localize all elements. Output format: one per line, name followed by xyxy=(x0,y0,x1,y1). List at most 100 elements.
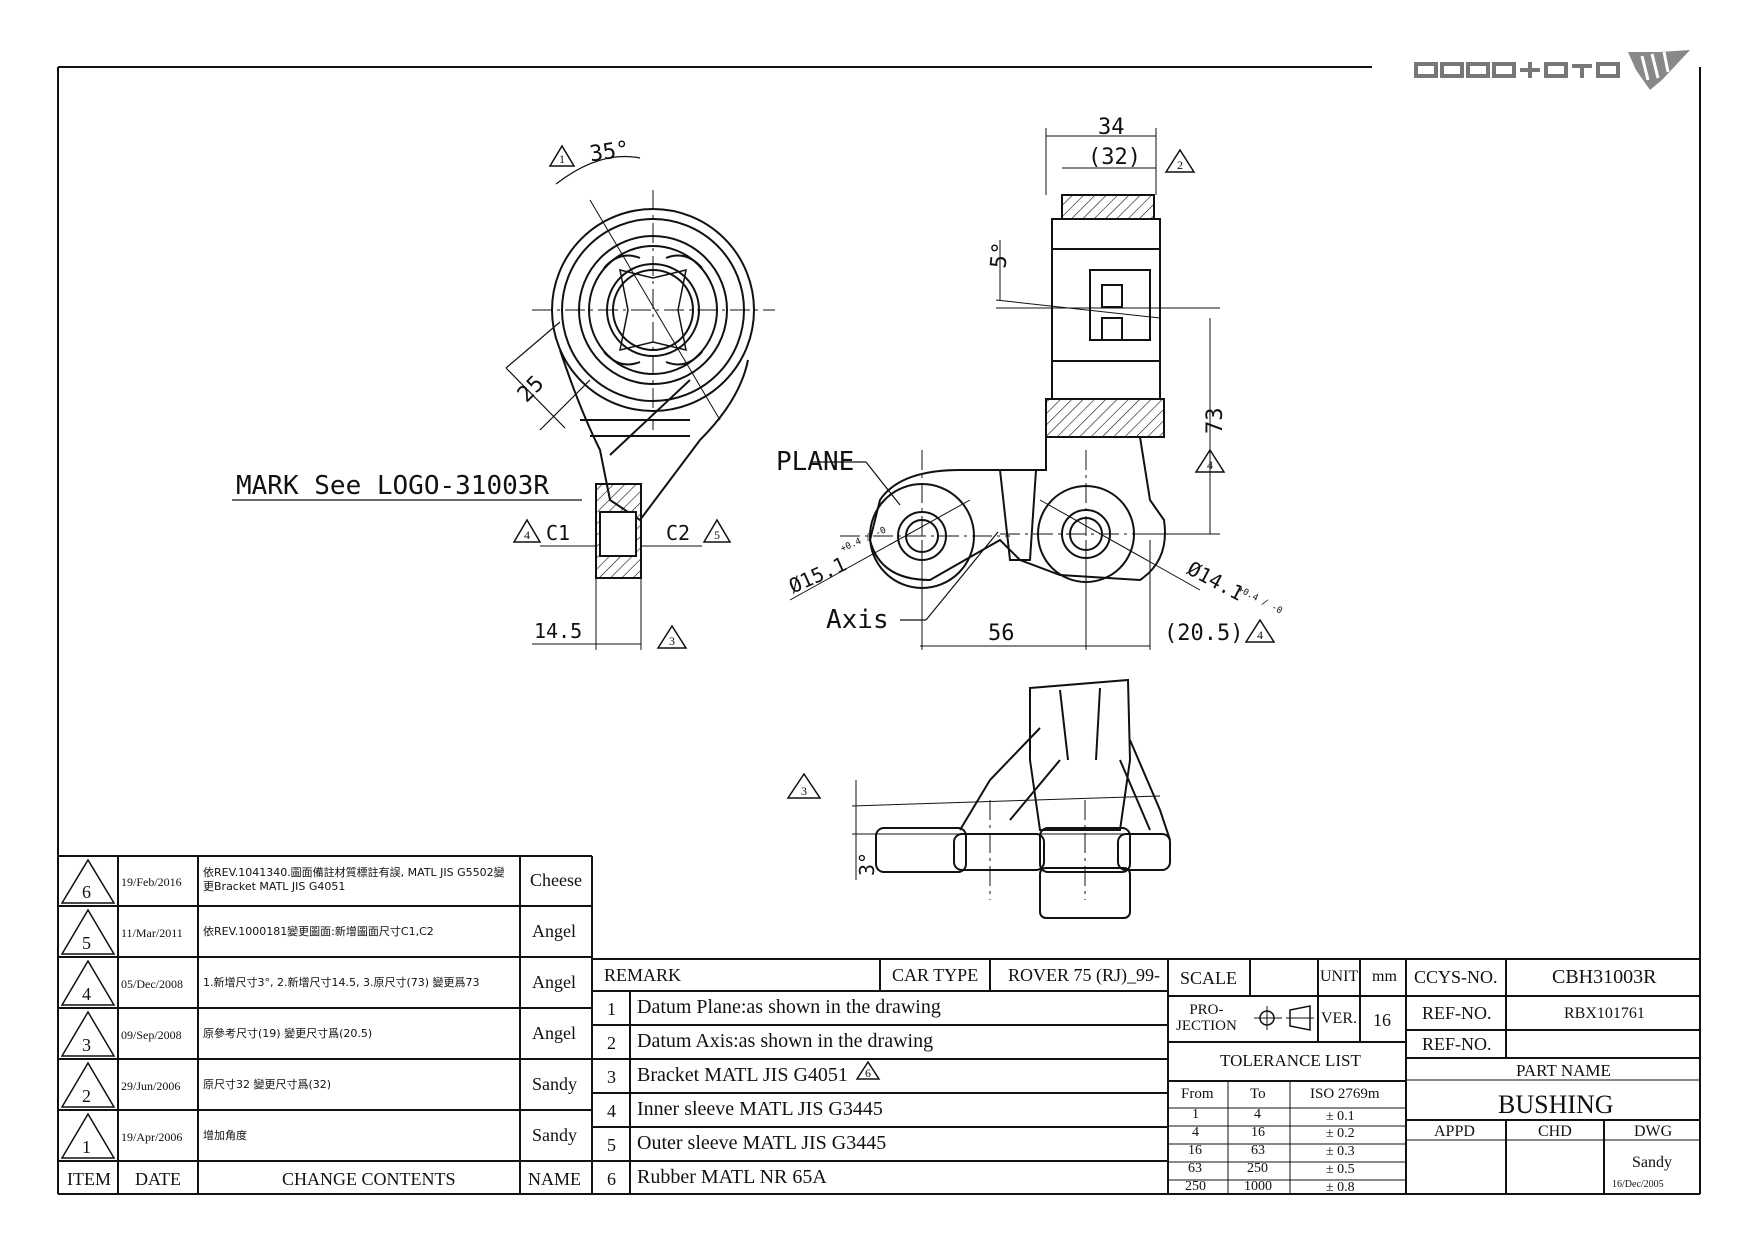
rev-marker-4: 4 xyxy=(1207,458,1213,472)
scale-label: SCALE xyxy=(1180,968,1238,988)
rev-header-name: NAME xyxy=(528,1169,581,1189)
rev-header-content: CHANGE CONTENTS xyxy=(282,1169,456,1189)
company-logo xyxy=(1414,50,1690,90)
revision-markers xyxy=(512,144,1276,1080)
tol-r5-to: 1000 xyxy=(1244,1179,1272,1194)
rev-date-5: 11/Mar/2011 xyxy=(121,926,183,940)
chd-label: CHD xyxy=(1538,1123,1572,1140)
rev-item-2: 2 xyxy=(82,1086,91,1106)
tol-r1-to: 4 xyxy=(1254,1107,1261,1122)
rev-name-5: Angel xyxy=(532,921,576,941)
dim-14-5: 14.5 xyxy=(534,619,582,643)
tol-r4-to: 250 xyxy=(1247,1161,1268,1176)
mark-note: MARK See LOGO-31003R xyxy=(236,471,549,501)
chamfer-c1: C1 xyxy=(546,521,570,545)
projection-label: PRO- JECTION xyxy=(1176,1002,1237,1034)
tol-r2-from: 4 xyxy=(1192,1125,1199,1140)
dim-34: 34 xyxy=(1098,115,1125,140)
remark-header: REMARK xyxy=(604,965,682,985)
remark-no-2: 2 xyxy=(607,1033,616,1053)
rev-name-4: Angel xyxy=(532,972,576,992)
dia-15: Ø15.1 xyxy=(785,552,850,598)
rev-marker-3: 3 xyxy=(669,634,675,648)
dwg-label: DWG xyxy=(1634,1123,1673,1140)
remark-no-5: 5 xyxy=(607,1135,616,1155)
remark-text-4: Inner sleeve MATL JIS G3445 xyxy=(637,1098,883,1120)
tol-r2-to: 16 xyxy=(1251,1125,1265,1140)
dia-14-tol: +0.4 / -0 xyxy=(1236,585,1284,617)
rev-name-3: Angel xyxy=(532,1023,576,1043)
appd-label: APPD xyxy=(1434,1123,1475,1140)
rev-name-1: Sandy xyxy=(532,1125,577,1145)
table-grid xyxy=(58,855,1700,1194)
ref-no-label-1: REF-NO. xyxy=(1422,1003,1492,1023)
rev-content-6: 依REV.1041340.圖面備註材質標註有誤, MATL JIS G5502變… xyxy=(203,866,505,893)
part-name-label: PART NAME xyxy=(1516,1061,1611,1080)
remark-text-2: Datum Axis:as shown in the drawing xyxy=(637,1030,934,1052)
projection-symbol-icon xyxy=(1252,1004,1318,1034)
rev-content-2: 原尺寸32 變更尺寸爲(32) xyxy=(203,1078,332,1091)
rev-marker-2: 2 xyxy=(1177,158,1183,172)
rev-marker-5: 4 xyxy=(1257,628,1263,642)
dim-25: 25 xyxy=(513,371,549,407)
bottom-view xyxy=(851,678,1171,919)
tol-r5-from: 250 xyxy=(1185,1179,1206,1194)
ver-label: VER. xyxy=(1321,1010,1357,1027)
tol-header-from: From xyxy=(1181,1086,1214,1102)
chamfer-c2: C2 xyxy=(666,521,690,545)
plane-label: PLANE xyxy=(776,447,854,477)
car-type-label: CAR TYPE xyxy=(892,965,979,985)
rev-item-6: 6 xyxy=(82,882,91,902)
tolerance-title: TOLERANCE LIST xyxy=(1220,1051,1361,1070)
rev-content-5: 依REV.1000181變更圖面:新增圖面尺寸C1,C2 xyxy=(203,925,434,938)
rev-date-4: 05/Dec/2008 xyxy=(121,977,183,991)
tol-r1-val: ± 0.1 xyxy=(1326,1109,1355,1124)
remark-text-5: Outer sleeve MATL JIS G3445 xyxy=(637,1132,887,1154)
dwg-name: Sandy xyxy=(1632,1154,1672,1171)
dia-14: Ø14.1 xyxy=(1183,556,1247,605)
dim-56: 56 xyxy=(988,621,1015,646)
part-name-value: BUSHING xyxy=(1498,1090,1614,1119)
tol-r4-from: 63 xyxy=(1188,1161,1202,1176)
remark-no-3: 3 xyxy=(607,1067,616,1087)
tol-r5-val: ± 0.8 xyxy=(1326,1180,1355,1195)
rev-content-4: 1.新增尺寸3°, 2.新增尺寸14.5, 3.原尺寸(73) 變更爲73 xyxy=(203,976,480,989)
tol-r3-from: 16 xyxy=(1188,1143,1202,1158)
rev-marker-8: 5 xyxy=(714,528,720,542)
rev-name-2: Sandy xyxy=(532,1074,577,1094)
rev-marker-1: 1 xyxy=(559,152,565,166)
rev-header-date: DATE xyxy=(135,1169,181,1189)
rev-name-6: Cheese xyxy=(530,870,582,890)
remark-text-3: Bracket MATL JIS G4051 xyxy=(637,1064,848,1086)
ccys-no-value: CBH31003R xyxy=(1552,966,1657,988)
tol-r3-val: ± 0.3 xyxy=(1326,1144,1355,1159)
ver-value: 16 xyxy=(1373,1010,1391,1030)
remark-text-1: Datum Plane:as shown in the drawing xyxy=(637,996,941,1018)
ref-no-value-1: RBX101761 xyxy=(1564,1005,1645,1022)
tol-r4-val: ± 0.5 xyxy=(1326,1162,1355,1177)
rev-date-3: 09/Sep/2008 xyxy=(121,1028,182,1042)
ref-no-label-2: REF-NO. xyxy=(1422,1034,1492,1054)
side-view xyxy=(789,128,1220,650)
tol-header-to: To xyxy=(1250,1086,1266,1102)
tol-r3-to: 63 xyxy=(1251,1143,1265,1158)
dim-73: 73 xyxy=(1203,408,1228,435)
tol-r2-val: ± 0.2 xyxy=(1326,1126,1355,1141)
dim-3deg: 3° xyxy=(855,852,879,876)
rev-item-4: 4 xyxy=(82,984,91,1004)
rev-content-3: 原參考尺寸(19) 變更尺寸爲(20.5) xyxy=(203,1027,373,1040)
dim-32: (32) xyxy=(1088,145,1141,170)
rev-marker-9: 6 xyxy=(865,1066,871,1080)
drawing-frame xyxy=(57,66,1701,1195)
axis-label: Axis xyxy=(826,605,889,635)
remark-no-4: 4 xyxy=(607,1101,616,1121)
remark-no-1: 1 xyxy=(607,999,616,1019)
rev-item-3: 3 xyxy=(82,1035,91,1055)
rev-content-1: 增加角度 xyxy=(203,1129,247,1142)
dwg-date: 16/Dec/2005 xyxy=(1612,1179,1664,1190)
rev-marker-6: 3 xyxy=(801,784,807,798)
rev-date-1: 19/Apr/2006 xyxy=(121,1130,183,1144)
remark-no-6: 6 xyxy=(607,1169,616,1189)
remark-text-6: Rubber MATL NR 65A xyxy=(637,1166,827,1188)
